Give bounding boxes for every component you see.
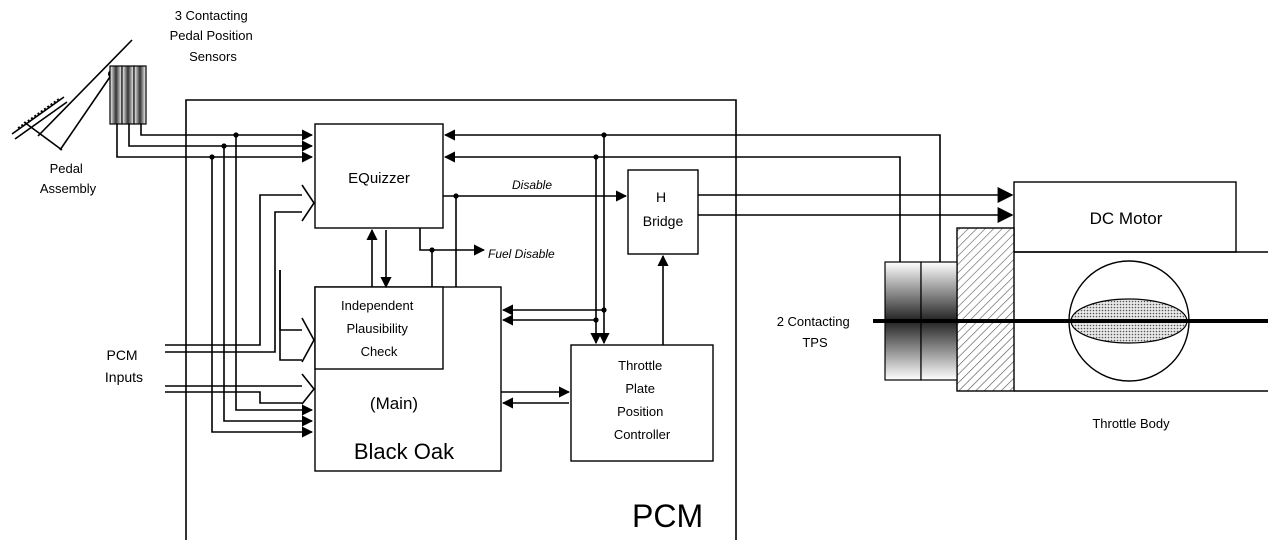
throttle-controller-label: Throttle Plate Position Controller <box>614 358 671 442</box>
fuel-disable-label: Fuel Disable <box>488 247 555 261</box>
main-label: (Main) <box>370 394 418 413</box>
throttle-controller-block <box>570 344 714 462</box>
dc-motor-label: DC Motor <box>1090 209 1163 228</box>
pedal-position-sensors <box>109 65 147 125</box>
pcm-input-bus <box>165 184 316 405</box>
equizzer-block <box>314 123 444 229</box>
pedal-assembly-label: Pedal Assembly <box>40 161 97 196</box>
pcm-label: PCM <box>632 498 703 534</box>
plausibility-check-block <box>314 286 444 370</box>
blackoak-controller-links <box>501 386 571 409</box>
tps-feedback-wires <box>443 129 941 345</box>
black-oak-label: Black Oak <box>354 439 455 464</box>
plausibility-check-label: Independent Plausibility Check <box>341 298 417 359</box>
hbridge-motor-links <box>698 187 1014 223</box>
tps-label: 2 Contacting TPS <box>777 314 854 350</box>
throttle-body-label: Throttle Body <box>1092 416 1170 431</box>
h-bridge-block <box>627 169 699 255</box>
equizzer-label: EQuizzer <box>348 170 410 187</box>
disable-label: Disable <box>512 178 552 192</box>
pedal-assembly <box>11 39 133 151</box>
h-bridge-label: H Bridge <box>643 189 684 229</box>
dc-motor-block <box>1013 181 1237 253</box>
equizzer-plausibility-links <box>366 193 486 289</box>
throttle-body <box>956 227 1268 392</box>
pcm-enclosure <box>185 99 737 540</box>
pcm-inputs-label: PCM Inputs <box>105 347 143 385</box>
pedal-sensors-label: 3 Contacting Pedal Position Sensors <box>170 8 257 64</box>
sensor-wires <box>116 124 314 438</box>
